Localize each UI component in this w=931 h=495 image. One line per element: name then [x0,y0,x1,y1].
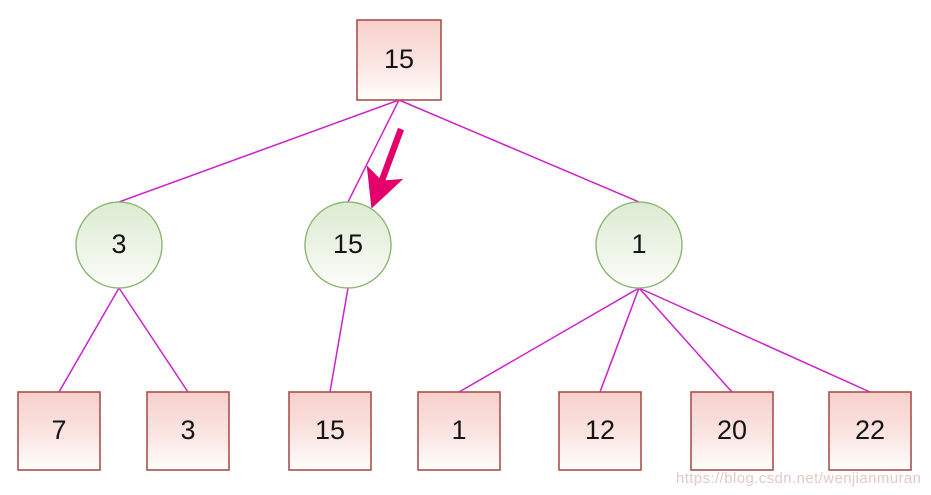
tree-node-root[interactable]: 15 [356,19,442,101]
node-square-shape [356,19,442,101]
tree-edge-mid-right-to-leaf-22 [638,287,871,393]
node-label: 15 [384,44,414,74]
node-square-shape [288,391,372,471]
tree-edge-mid-right-to-leaf-20 [638,287,733,393]
tree-edge-root-to-mid-center [347,99,400,203]
tree-node-mid-center[interactable]: 15 [304,201,392,289]
node-label: 7 [51,415,66,445]
tree-edge-root-to-mid-right [398,99,640,203]
tree-node-leaf-15[interactable]: 15 [288,391,372,471]
node-square-shape [146,391,230,471]
tree-node-mid-right[interactable]: 1 [595,201,683,289]
tree-edge-mid-left-to-leaf-7 [58,287,120,393]
tree-edge-root-to-mid-left [118,99,400,203]
node-circle-shape [595,201,683,289]
node-square-shape [17,391,101,471]
node-square-shape [417,391,501,471]
node-label: 22 [855,415,885,445]
tree-node-leaf-20[interactable]: 20 [690,391,774,471]
watermark-text: https://blog.csdn.net/wenjianmuran [676,470,921,487]
tree-node-mid-left[interactable]: 3 [75,201,163,289]
tree-node-leaf-3[interactable]: 3 [146,391,230,471]
node-square-shape [558,391,642,471]
tree-edge-mid-center-to-leaf-15 [329,287,349,393]
node-square-shape [690,391,774,471]
tree-node-leaf-7[interactable]: 7 [17,391,101,471]
node-label: 20 [717,415,747,445]
node-label: 12 [585,415,615,445]
tree-node-leaf-12[interactable]: 12 [558,391,642,471]
edges-layer [58,99,871,393]
node-circle-shape [75,201,163,289]
node-label: 1 [451,415,466,445]
pointer-arrow [366,127,405,209]
tree-node-leaf-22[interactable]: 22 [828,391,912,471]
node-label: 3 [111,229,126,259]
tree-edge-mid-left-to-leaf-3 [118,287,189,393]
node-circle-shape [304,201,392,289]
nodes-layer: 15 3 15 1 7 3 15 1 12 20 22 [17,19,912,471]
tree-node-leaf-1[interactable]: 1 [417,391,501,471]
node-label: 1 [631,229,646,259]
node-square-shape [828,391,912,471]
tree-edge-mid-right-to-leaf-12 [599,287,640,393]
node-label: 15 [315,415,345,445]
tree-edge-mid-right-to-leaf-1 [458,287,640,393]
node-label: 3 [180,415,195,445]
node-label: 15 [333,229,363,259]
